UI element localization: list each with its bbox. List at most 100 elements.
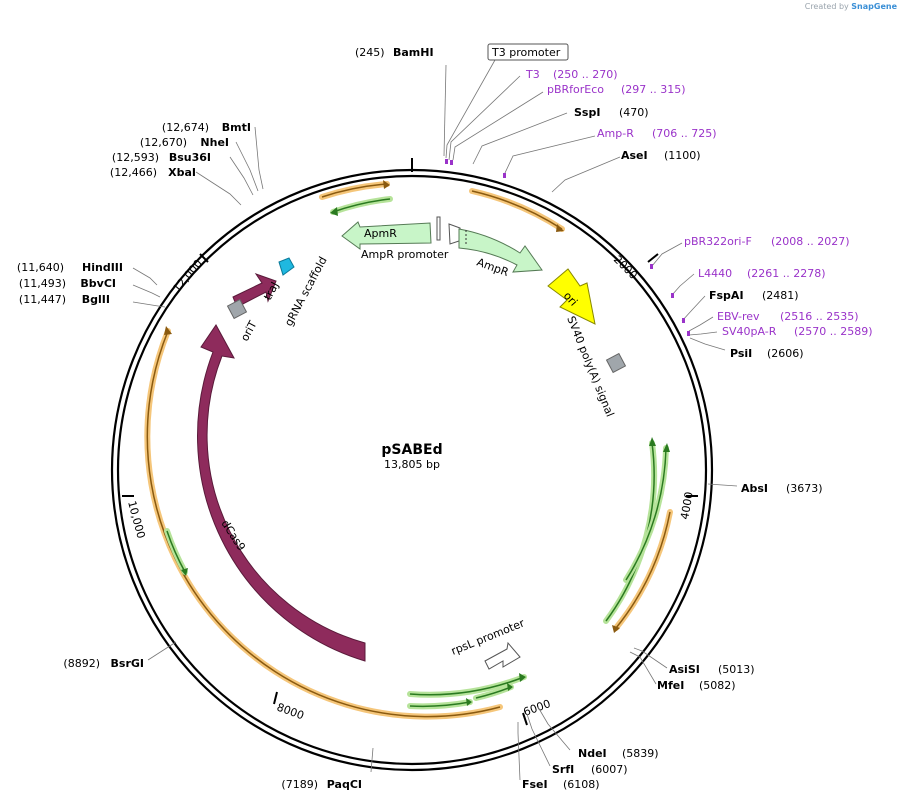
site-ebv-rev[interactable]: EBV-rev (2516 .. 2535)	[717, 310, 859, 323]
ampr-feature[interactable]: AmpR	[448, 223, 543, 279]
t3-promoter-callout[interactable]: T3 promoter	[487, 43, 569, 61]
site-xbai[interactable]: (12,466) XbaI	[110, 166, 196, 179]
tick-label-10000: 10,000	[125, 499, 148, 540]
plasmid-size: 13,805 bp	[384, 458, 440, 471]
site-sv40pa-r[interactable]: SV40pA-R (2570 .. 2589)	[722, 325, 873, 338]
site-bmti[interactable]: (12,674) BmtI	[162, 121, 251, 134]
site-sspi-pos: (470)	[619, 106, 649, 119]
site-paqci-name: PaqCI	[327, 778, 362, 791]
site-amp-r-pos: (706 .. 725)	[652, 127, 717, 140]
site-psii[interactable]: PsiI (2606)	[730, 347, 804, 360]
site-mfei-name: MfeI	[657, 679, 684, 692]
site-bamhi[interactable]: (245) BamHI	[355, 46, 434, 59]
site-t3-name: T3	[525, 68, 540, 81]
site-asisi[interactable]: AsiSI (5013)	[669, 663, 755, 676]
site-amp-r-primer[interactable]: Amp-R (706 .. 725)	[597, 127, 717, 140]
site-asisi-pos: (5013)	[718, 663, 755, 676]
tick-label-6000: 6000	[522, 697, 553, 719]
snapgene-logo: SnapGene	[851, 2, 897, 11]
site-mfei[interactable]: MfeI (5082)	[657, 679, 736, 692]
site-mfei-pos: (5082)	[699, 679, 736, 692]
site-xbai-name: XbaI	[168, 166, 196, 179]
backbone-inner	[116, 174, 708, 766]
site-sspi[interactable]: SspI (470)	[574, 106, 649, 119]
site-pbrforeco-pos: (297 .. 315)	[621, 83, 686, 96]
site-nhei[interactable]: (12,670) NheI	[140, 136, 229, 149]
site-pbrforeco[interactable]: pBRforEco (297 .. 315)	[547, 83, 686, 96]
grna-scaffold-feature[interactable]: gRNA scaffold	[278, 255, 330, 329]
site-bglii-name: BglII	[82, 293, 110, 306]
site-bsu36i-pos: (12,593)	[112, 151, 159, 164]
tick-label-12000: 12,000	[170, 257, 205, 295]
primer-markers	[445, 159, 690, 336]
tick-label-4000: 4000	[678, 491, 696, 521]
site-psii-pos: (2606)	[767, 347, 804, 360]
site-t3[interactable]: T3 (250 .. 270)	[525, 68, 618, 81]
site-fspai-pos: (2481)	[762, 289, 799, 302]
site-bsrgi[interactable]: (8892) BsrGI	[63, 657, 144, 670]
site-ebv-rev-pos: (2516 .. 2535)	[780, 310, 859, 323]
ori-feature[interactable]: ori	[547, 268, 596, 325]
dcas9-feature[interactable]: dCas9	[186, 324, 366, 676]
t3-promoter-label: T3 promoter	[491, 46, 561, 59]
site-bamhi-name: BamHI	[393, 46, 434, 59]
site-bsrgi-name: BsrGI	[111, 657, 144, 670]
site-bbvci-name: BbvCI	[80, 277, 116, 290]
site-asei-name: AseI	[621, 149, 648, 162]
site-l4440-name: L4440	[698, 267, 732, 280]
plasmid-name: pSABEd	[381, 442, 442, 458]
ampr-promoter-marker	[436, 216, 441, 241]
site-ebv-rev-name: EBV-rev	[717, 310, 760, 323]
site-absi-pos: (3673)	[786, 482, 823, 495]
site-ndei-pos: (5839)	[622, 747, 659, 760]
site-srfi-name: SrfI	[552, 763, 574, 776]
site-l4440[interactable]: L4440 (2261 .. 2278)	[698, 267, 826, 280]
site-pbr322ori-f[interactable]: pBR322ori-F (2008 .. 2027)	[684, 235, 850, 248]
site-asisi-name: AsiSI	[669, 663, 700, 676]
site-fsei[interactable]: FseI (6108)	[522, 778, 600, 791]
site-pbr322ori-name: pBR322ori-F	[684, 235, 752, 248]
site-amp-r-name: Amp-R	[597, 127, 634, 140]
site-bbvci-pos: (11,493)	[19, 277, 66, 290]
site-absi[interactable]: AbsI (3673)	[741, 482, 823, 495]
site-t3-pos: (250 .. 270)	[553, 68, 618, 81]
site-asei[interactable]: AseI (1100)	[621, 149, 701, 162]
site-fsei-name: FseI	[522, 778, 548, 791]
site-ndei-name: NdeI	[578, 747, 607, 760]
site-bamhi-pos: (245)	[355, 46, 385, 59]
site-pbrforeco-name: pBRforEco	[547, 83, 604, 96]
site-fspai[interactable]: FspAI (2481)	[709, 289, 799, 302]
sv40-label: SV40 poly(A) signal	[564, 314, 616, 418]
site-l4440-pos: (2261 .. 2278)	[747, 267, 826, 280]
site-bglii-pos: (11,447)	[19, 293, 66, 306]
site-srfi[interactable]: SrfI (6007)	[552, 763, 628, 776]
site-sv40pa-r-pos: (2570 .. 2589)	[794, 325, 873, 338]
site-paqci-pos: (7189)	[281, 778, 318, 791]
site-bglii[interactable]: (11,447) BglII	[19, 293, 110, 306]
tick-label-8000: 8000	[275, 701, 306, 723]
site-bsu36i[interactable]: (12,593) Bsu36I	[112, 151, 211, 164]
site-bmti-name: BmtI	[222, 121, 251, 134]
orit-label: oriT	[238, 318, 259, 343]
site-pbr322ori-pos: (2008 .. 2027)	[771, 235, 850, 248]
site-fsei-pos: (6108)	[563, 778, 600, 791]
ampr-promoter-label: AmpR promoter	[361, 248, 449, 261]
site-bmti-pos: (12,674)	[162, 121, 209, 134]
site-absi-name: AbsI	[741, 482, 768, 495]
orit-gray-box	[226, 298, 248, 320]
apmr-label: ApmR	[364, 227, 397, 240]
apmr-feature[interactable]: ApmR	[341, 221, 432, 250]
site-srfi-pos: (6007)	[591, 763, 628, 776]
site-psii-name: PsiI	[730, 347, 752, 360]
site-paqci[interactable]: (7189) PaqCI	[281, 778, 362, 791]
site-hindiii-name: HindIII	[82, 261, 123, 274]
rpsl-promoter-feature[interactable]: rpsL promoter	[449, 616, 527, 670]
site-nhei-pos: (12,670)	[140, 136, 187, 149]
site-ndei[interactable]: NdeI (5839)	[578, 747, 659, 760]
site-asei-pos: (1100)	[664, 149, 701, 162]
site-xbai-pos: (12,466)	[110, 166, 157, 179]
site-bbvci[interactable]: (11,493) BbvCI	[19, 277, 116, 290]
site-hindiii[interactable]: (11,640) HindIII	[17, 261, 123, 274]
snapgene-watermark: Created by SnapGene	[805, 2, 897, 11]
